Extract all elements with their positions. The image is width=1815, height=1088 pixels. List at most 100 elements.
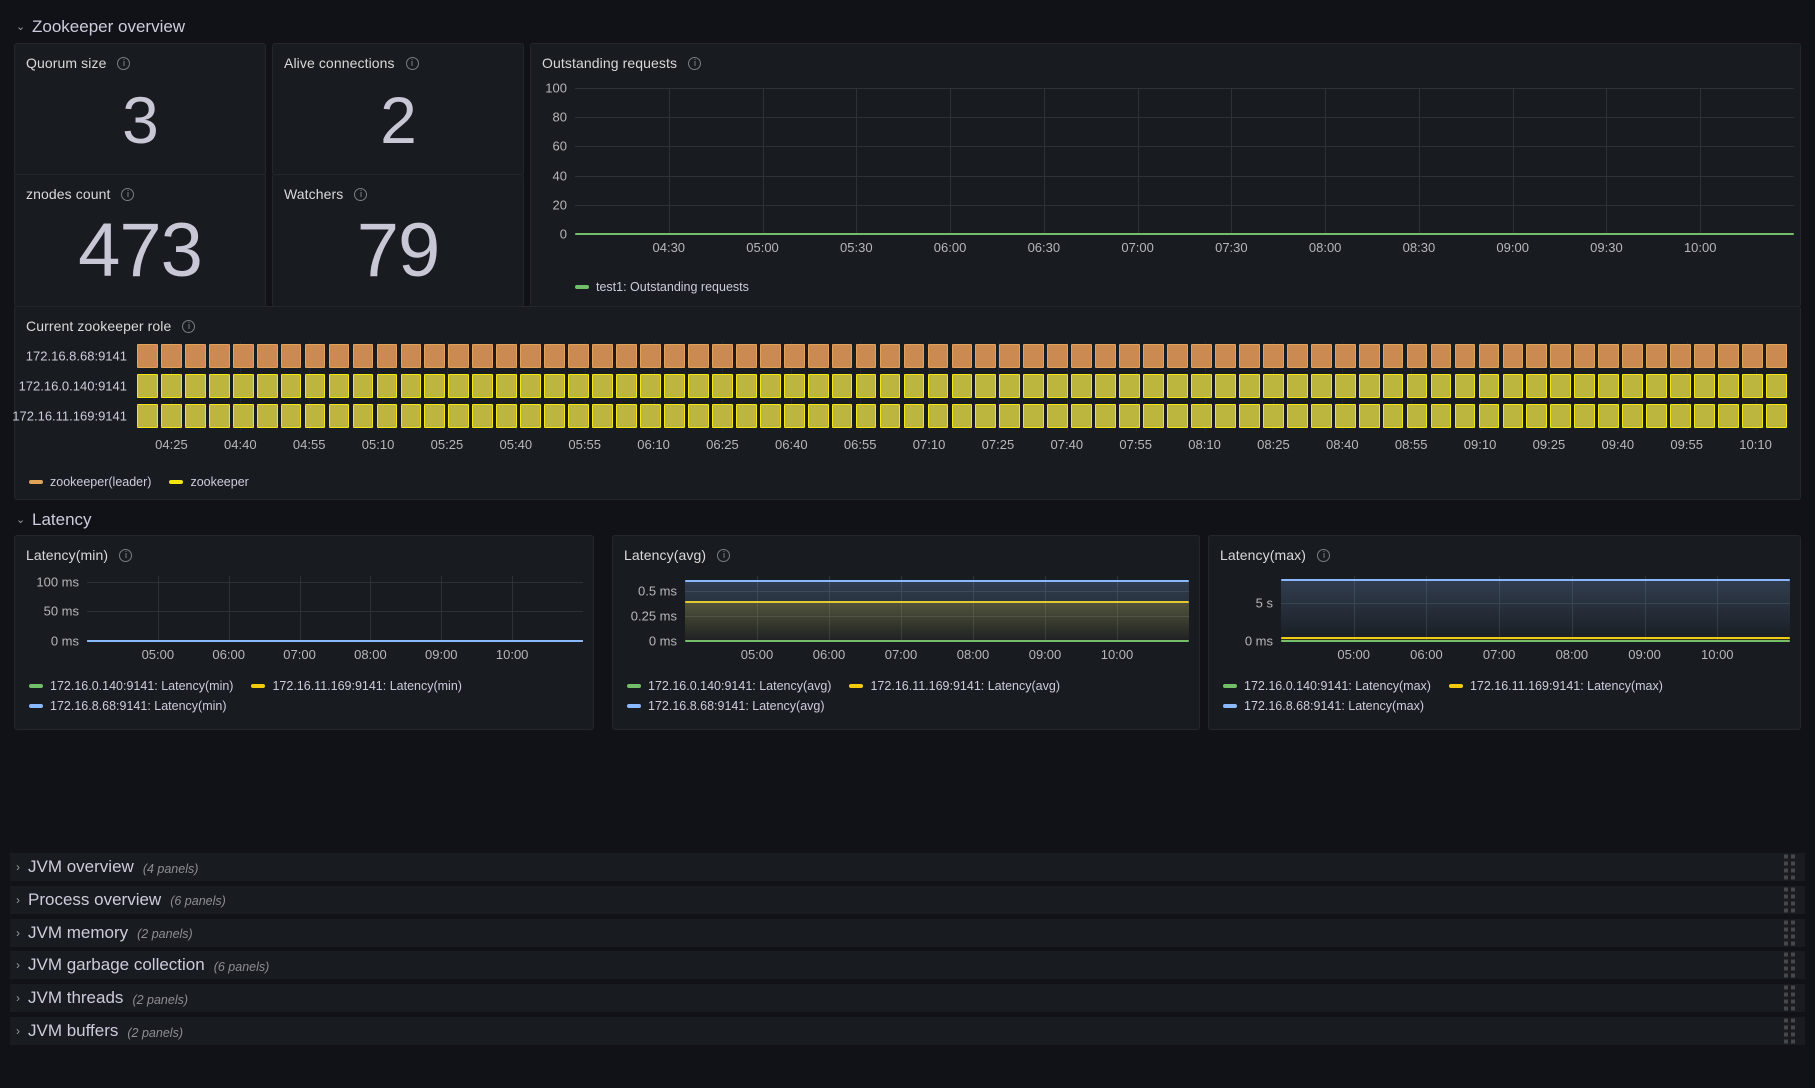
timeline-cell[interactable] <box>1262 344 1284 368</box>
timeline-cell[interactable] <box>1550 344 1572 368</box>
timeline-cell[interactable] <box>568 374 589 398</box>
panel-quorum-size[interactable]: Quorum size 3 <box>14 43 266 176</box>
timeline-cell[interactable] <box>160 344 182 368</box>
timeline-cell[interactable] <box>1598 404 1620 428</box>
timeline-cell[interactable] <box>1334 374 1356 398</box>
timeline-cell[interactable] <box>592 344 613 368</box>
timeline-cell[interactable] <box>759 344 781 368</box>
legend-item[interactable]: 172.16.0.140:9141: Latency(max) <box>1223 679 1431 693</box>
timeline-cell[interactable] <box>1310 404 1332 428</box>
timeline-cell[interactable] <box>1023 374 1045 398</box>
timeline-cell[interactable] <box>544 374 565 398</box>
timeline-cell[interactable] <box>232 404 254 428</box>
info-icon[interactable] <box>182 319 196 333</box>
info-icon[interactable] <box>405 56 419 70</box>
timeline-cell[interactable] <box>1646 374 1667 398</box>
info-icon[interactable] <box>1317 548 1331 562</box>
timeline-cell[interactable] <box>1766 344 1787 368</box>
timeline-cell[interactable] <box>688 404 709 428</box>
timeline-cell[interactable] <box>831 344 853 368</box>
timeline-cell[interactable] <box>520 374 542 398</box>
timeline-cell[interactable] <box>232 374 254 398</box>
timeline-cell[interactable] <box>1382 344 1404 368</box>
timeline-cell[interactable] <box>783 344 805 368</box>
timeline-cell[interactable] <box>1047 374 1069 398</box>
timeline-cell[interactable] <box>1646 344 1667 368</box>
timeline-cell[interactable] <box>1358 344 1380 368</box>
timeline-cell[interactable] <box>352 404 374 428</box>
legend-item[interactable]: 172.16.11.169:9141: Latency(max) <box>1448 679 1663 693</box>
timeline-cell[interactable] <box>903 404 925 428</box>
legend-item[interactable]: 172.16.11.169:9141: Latency(avg) <box>849 679 1060 693</box>
timeline-cell[interactable] <box>1143 404 1164 428</box>
panel-znodes-count[interactable]: znodes count 473 <box>14 174 266 307</box>
timeline-cell[interactable] <box>1143 344 1164 368</box>
timeline-cell[interactable] <box>1718 404 1739 428</box>
timeline-cell[interactable] <box>1286 344 1308 368</box>
timeline-cell[interactable] <box>424 404 446 428</box>
timeline-cell[interactable] <box>1526 344 1548 368</box>
timeline-cell[interactable] <box>735 404 757 428</box>
timeline-cell[interactable] <box>472 374 494 398</box>
timeline-cell[interactable] <box>616 344 637 368</box>
timeline-cell[interactable] <box>1143 374 1164 398</box>
timeline-cell[interactable] <box>1550 374 1572 398</box>
panel-watchers[interactable]: Watchers 79 <box>272 174 524 307</box>
timeline-cell[interactable] <box>711 404 733 428</box>
collapsed-row-header[interactable]: ›JVM garbage collection(6 panels) <box>10 951 1805 980</box>
timeline-cell[interactable] <box>184 374 206 398</box>
timeline-cell[interactable] <box>975 374 997 398</box>
row-header-latency[interactable]: ⌄ Latency <box>10 505 92 535</box>
timeline-cell[interactable] <box>1191 404 1212 428</box>
timeline-cell[interactable] <box>1694 374 1715 398</box>
timeline-cell[interactable] <box>1334 404 1356 428</box>
timeline-cell[interactable] <box>1167 404 1188 428</box>
timeline-cell[interactable] <box>184 404 206 428</box>
timeline-cell[interactable] <box>711 344 733 368</box>
timeline-cell[interactable] <box>1478 374 1500 398</box>
timeline-cell[interactable] <box>1095 344 1116 368</box>
timeline-cell[interactable] <box>280 344 302 368</box>
timeline-cell[interactable] <box>1215 404 1236 428</box>
timeline-cell[interactable] <box>1550 404 1572 428</box>
timeline-cell[interactable] <box>304 404 326 428</box>
timeline-cell[interactable] <box>137 404 158 428</box>
timeline-cell[interactable] <box>1358 374 1380 398</box>
timeline-cell[interactable] <box>1430 374 1452 398</box>
timeline-cell[interactable] <box>424 374 446 398</box>
timeline-cell[interactable] <box>855 344 877 368</box>
timeline-cell[interactable] <box>1454 404 1476 428</box>
legend-item[interactable]: zookeeper <box>169 475 249 489</box>
timeline-cell[interactable] <box>1047 344 1069 368</box>
timeline-cell[interactable] <box>951 374 973 398</box>
timeline-cell[interactable] <box>472 404 494 428</box>
info-icon[interactable] <box>121 187 135 201</box>
info-icon[interactable] <box>117 56 131 70</box>
timeline-cell[interactable] <box>735 374 757 398</box>
info-icon[interactable] <box>688 56 702 70</box>
timeline-cell[interactable] <box>999 344 1021 368</box>
timeline-cell[interactable] <box>759 374 781 398</box>
timeline-cell[interactable] <box>328 374 350 398</box>
timeline-cell[interactable] <box>1119 374 1140 398</box>
timeline-cell[interactable] <box>376 374 398 398</box>
timeline-cell[interactable] <box>1095 404 1116 428</box>
timeline-cell[interactable] <box>1526 404 1548 428</box>
legend-item[interactable]: zookeeper(leader) <box>29 475 151 489</box>
timeline-cell[interactable] <box>1742 404 1763 428</box>
timeline-cell[interactable] <box>927 374 949 398</box>
timeline-cell[interactable] <box>137 344 158 368</box>
timeline-cell[interactable] <box>1574 404 1596 428</box>
timeline-cell[interactable] <box>232 344 254 368</box>
timeline-cell[interactable] <box>520 404 542 428</box>
legend-item[interactable]: 172.16.8.68:9141: Latency(max) <box>1223 699 1424 713</box>
timeline-cell[interactable] <box>1430 344 1452 368</box>
legend-item[interactable]: test1: Outstanding requests <box>575 280 749 294</box>
drag-handle-icon[interactable] <box>1784 854 1795 880</box>
timeline-cell[interactable] <box>544 404 565 428</box>
timeline-cell[interactable] <box>1670 344 1691 368</box>
timeline-cell[interactable] <box>1239 344 1260 368</box>
